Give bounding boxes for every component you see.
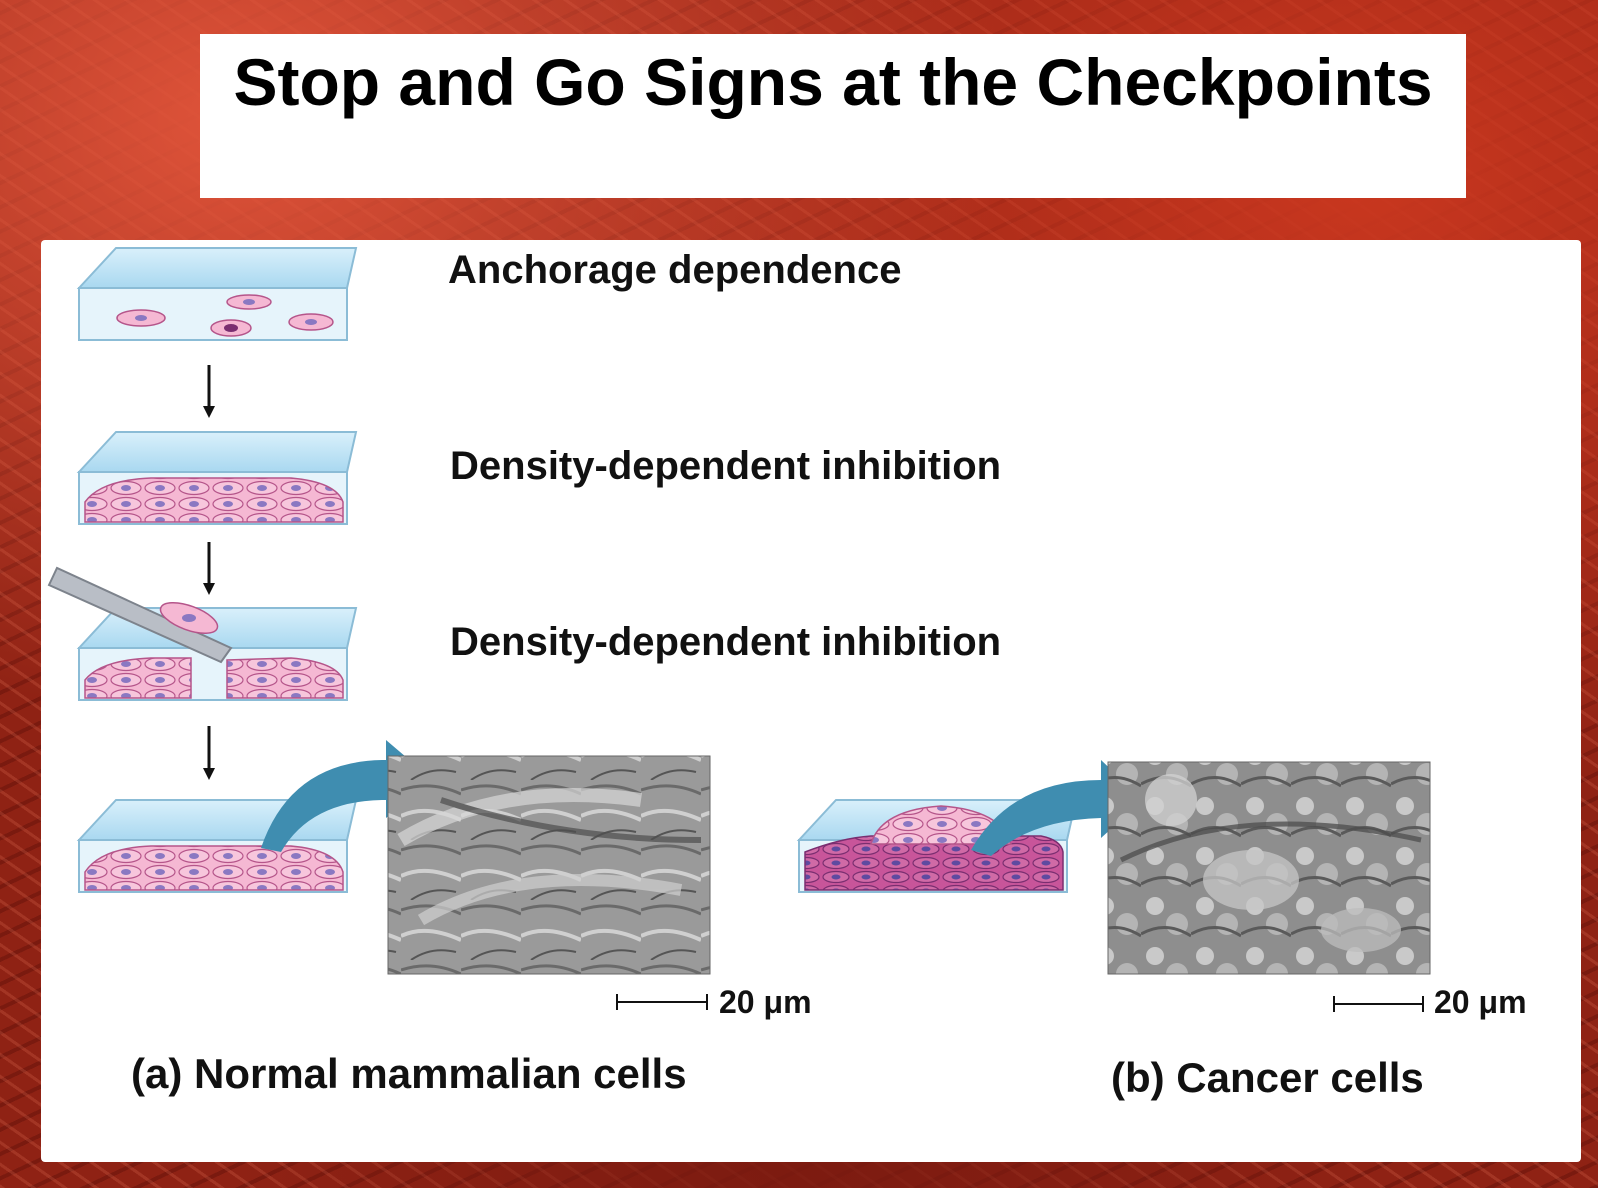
figure-panel: Anchorage dependence Density-dependent i… <box>41 240 1581 1162</box>
petri-dish-scraped <box>47 566 358 701</box>
figure-illustration <box>47 247 1431 1012</box>
scale-bar-normal <box>616 994 708 1010</box>
scraper-tool <box>47 566 233 664</box>
scale-bar-cancer <box>1333 996 1424 1012</box>
cancer-curved-arrow <box>971 760 1143 856</box>
normal-cells-micrograph <box>387 755 711 975</box>
petri-dish-anchorage <box>76 247 358 341</box>
caption-cancer-cells: (b) Cancer cells <box>1111 1054 1424 1101</box>
normal-cells-texture <box>397 788 702 926</box>
anchored-cells <box>116 294 334 337</box>
cancer-cells-texture <box>1119 774 1422 952</box>
flow-arrow-3 <box>203 726 215 780</box>
flow-arrow-2 <box>203 542 215 595</box>
flow-arrow-1 <box>203 365 215 418</box>
petri-dish-monolayer <box>76 431 358 525</box>
caption-normal-cells: (a) Normal mammalian cells <box>131 1050 687 1097</box>
scale-label-cancer: 20 μm <box>1434 984 1527 1020</box>
title-box: Stop and Go Signs at the Checkpoints <box>200 34 1466 198</box>
page-title: Stop and Go Signs at the Checkpoints <box>233 45 1433 119</box>
step-label-density-2: Density-dependent inhibition <box>450 620 1002 664</box>
step-label-density-1: Density-dependent inhibition <box>450 444 1002 488</box>
step-label-anchorage: Anchorage dependence <box>448 248 902 292</box>
scale-label-normal: 20 μm <box>719 984 812 1020</box>
